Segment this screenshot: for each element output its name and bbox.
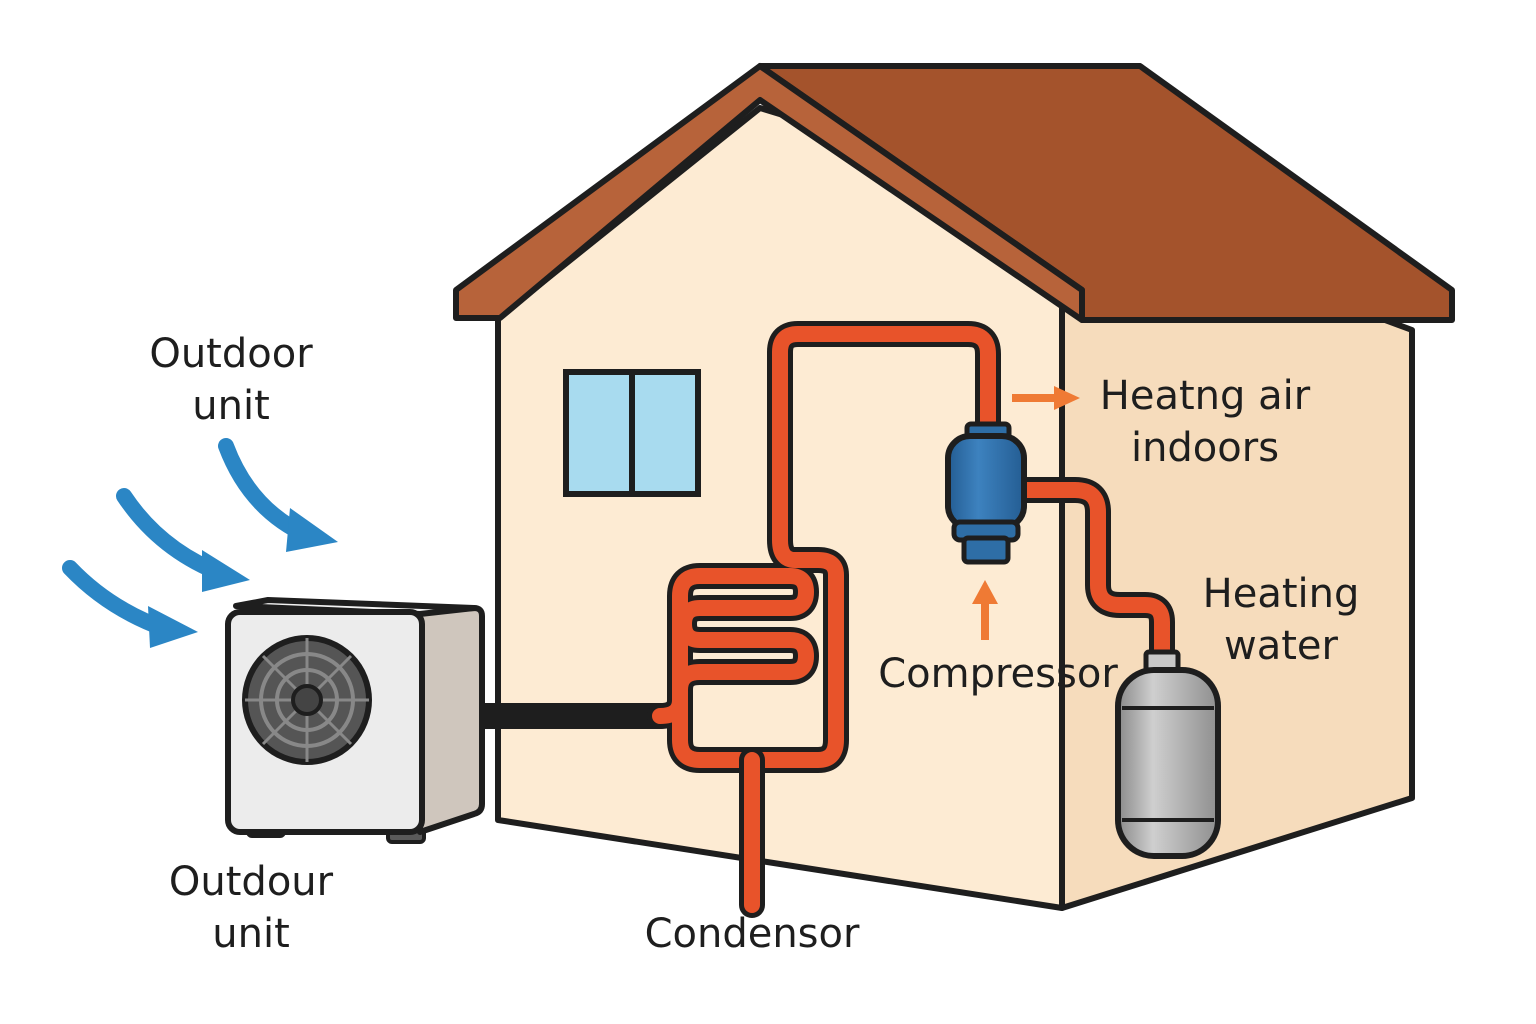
compressor-icon xyxy=(945,421,1027,565)
heat-output-arrow xyxy=(1012,386,1080,410)
label-line: water xyxy=(1224,623,1338,669)
label-line: Heating xyxy=(1202,571,1360,617)
label-line: Outdoor xyxy=(149,331,313,377)
air-arrow-head-icon xyxy=(286,508,338,552)
compressor-pointer-arrow xyxy=(972,580,998,640)
label-condenser: Condensor xyxy=(644,911,860,957)
label-outdoor-unit-top: Outdoor unit xyxy=(126,328,336,432)
label-outdoor-unit-bottom: Outdour unit xyxy=(146,856,356,960)
label-line: Heatng air xyxy=(1099,373,1311,419)
water-pipe xyxy=(1005,477,1175,673)
roof-gable-trim xyxy=(453,63,1085,323)
label-line: unit xyxy=(192,383,270,429)
outdoor-unit-icon xyxy=(225,597,485,844)
label-line: indoors xyxy=(1130,425,1280,471)
label-line: Outdour xyxy=(168,859,334,905)
label-heating-air: Heatng air indoors xyxy=(1090,370,1320,474)
label-line: unit xyxy=(212,911,290,957)
label-heating-water: Heating water xyxy=(1186,568,1376,672)
window-icon xyxy=(563,369,701,497)
fan-icon xyxy=(242,635,372,765)
air-arrow-head-icon xyxy=(202,550,250,592)
label-compressor: Compressor xyxy=(878,651,1118,697)
water-tank-icon xyxy=(1115,649,1221,859)
air-arrow-head-icon xyxy=(148,606,198,648)
condenser-coil xyxy=(647,321,1001,918)
